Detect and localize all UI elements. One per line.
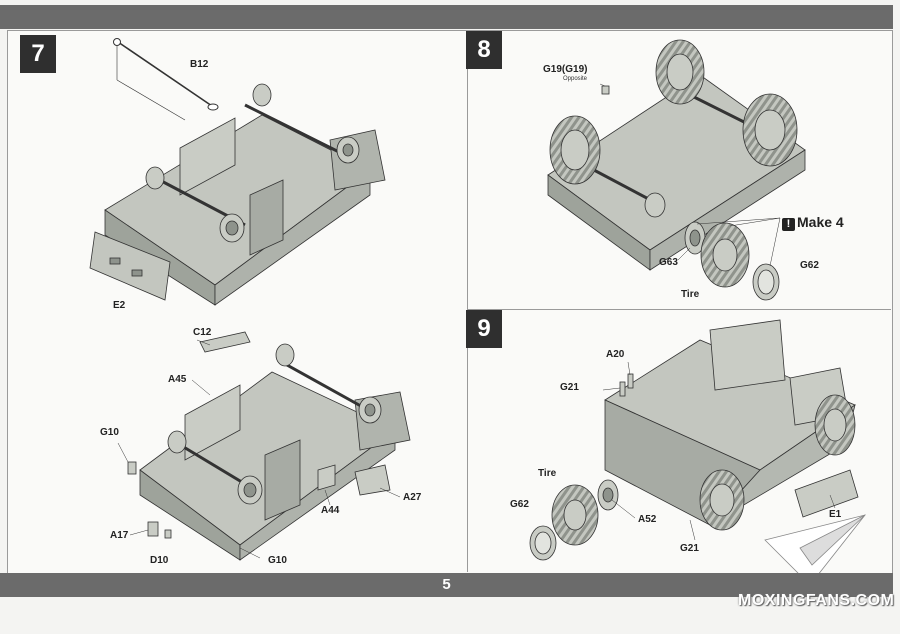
part-label-a45: A45 (168, 374, 187, 385)
step9-leader-lines (602, 361, 836, 541)
part-label-d10: D10 (150, 555, 169, 566)
part-label-g21-top: G21 (560, 382, 579, 393)
step-number-8: 8 (466, 31, 502, 69)
make4-text: Make 4 (797, 214, 844, 230)
part-label-b12: B12 (190, 59, 209, 70)
step7-top-chassis (89, 83, 386, 306)
warning-icon: ! (782, 218, 795, 231)
top-bar (0, 5, 893, 29)
bottom-bar (0, 573, 893, 597)
part-label-g10-left: G10 (100, 427, 119, 438)
page-number: 5 (442, 576, 451, 593)
part-label-g62-9: G62 (510, 499, 529, 510)
step-number-9: 9 (466, 310, 502, 348)
step9-vehicle (604, 319, 859, 531)
step8-leader-lines (599, 83, 781, 267)
part-label-g62: G62 (800, 260, 819, 271)
part-label-a44: A44 (321, 505, 340, 516)
watermark-text: MOXINGFANS.COM (738, 592, 895, 609)
part-label-g10-bottom: G10 (268, 555, 287, 566)
part-label-tire-9: Tire (538, 468, 557, 479)
part-label-tire: Tire (681, 289, 700, 300)
step9-wheel-exploded (529, 479, 619, 561)
part-label-a27: A27 (403, 492, 422, 503)
make4-note: !Make 4 (782, 214, 844, 231)
step7-bottom-chassis (127, 331, 411, 561)
part-label-c12: C12 (193, 327, 212, 338)
part-label-a20: A20 (606, 349, 625, 360)
paper-plane-icon (764, 514, 867, 586)
part-b12-rod (113, 38, 219, 121)
part-label-e1: E1 (829, 509, 842, 520)
part-label-g19: G19(G19) (543, 64, 588, 75)
step8-wheel-exploded (684, 221, 780, 301)
part-label-e2: E2 (113, 300, 126, 311)
part-label-opposite: Opposite (563, 76, 588, 82)
vertical-divider (467, 30, 468, 572)
part-label-a17: A17 (110, 530, 129, 541)
step-number-7: 7 (20, 35, 56, 73)
step8-bottom-divider (467, 309, 891, 310)
part-label-a52: A52 (638, 514, 657, 525)
part-label-g21-bottom: G21 (680, 543, 699, 554)
step7-bottom-leader-lines (117, 339, 401, 559)
part-label-g63: G63 (659, 257, 678, 268)
